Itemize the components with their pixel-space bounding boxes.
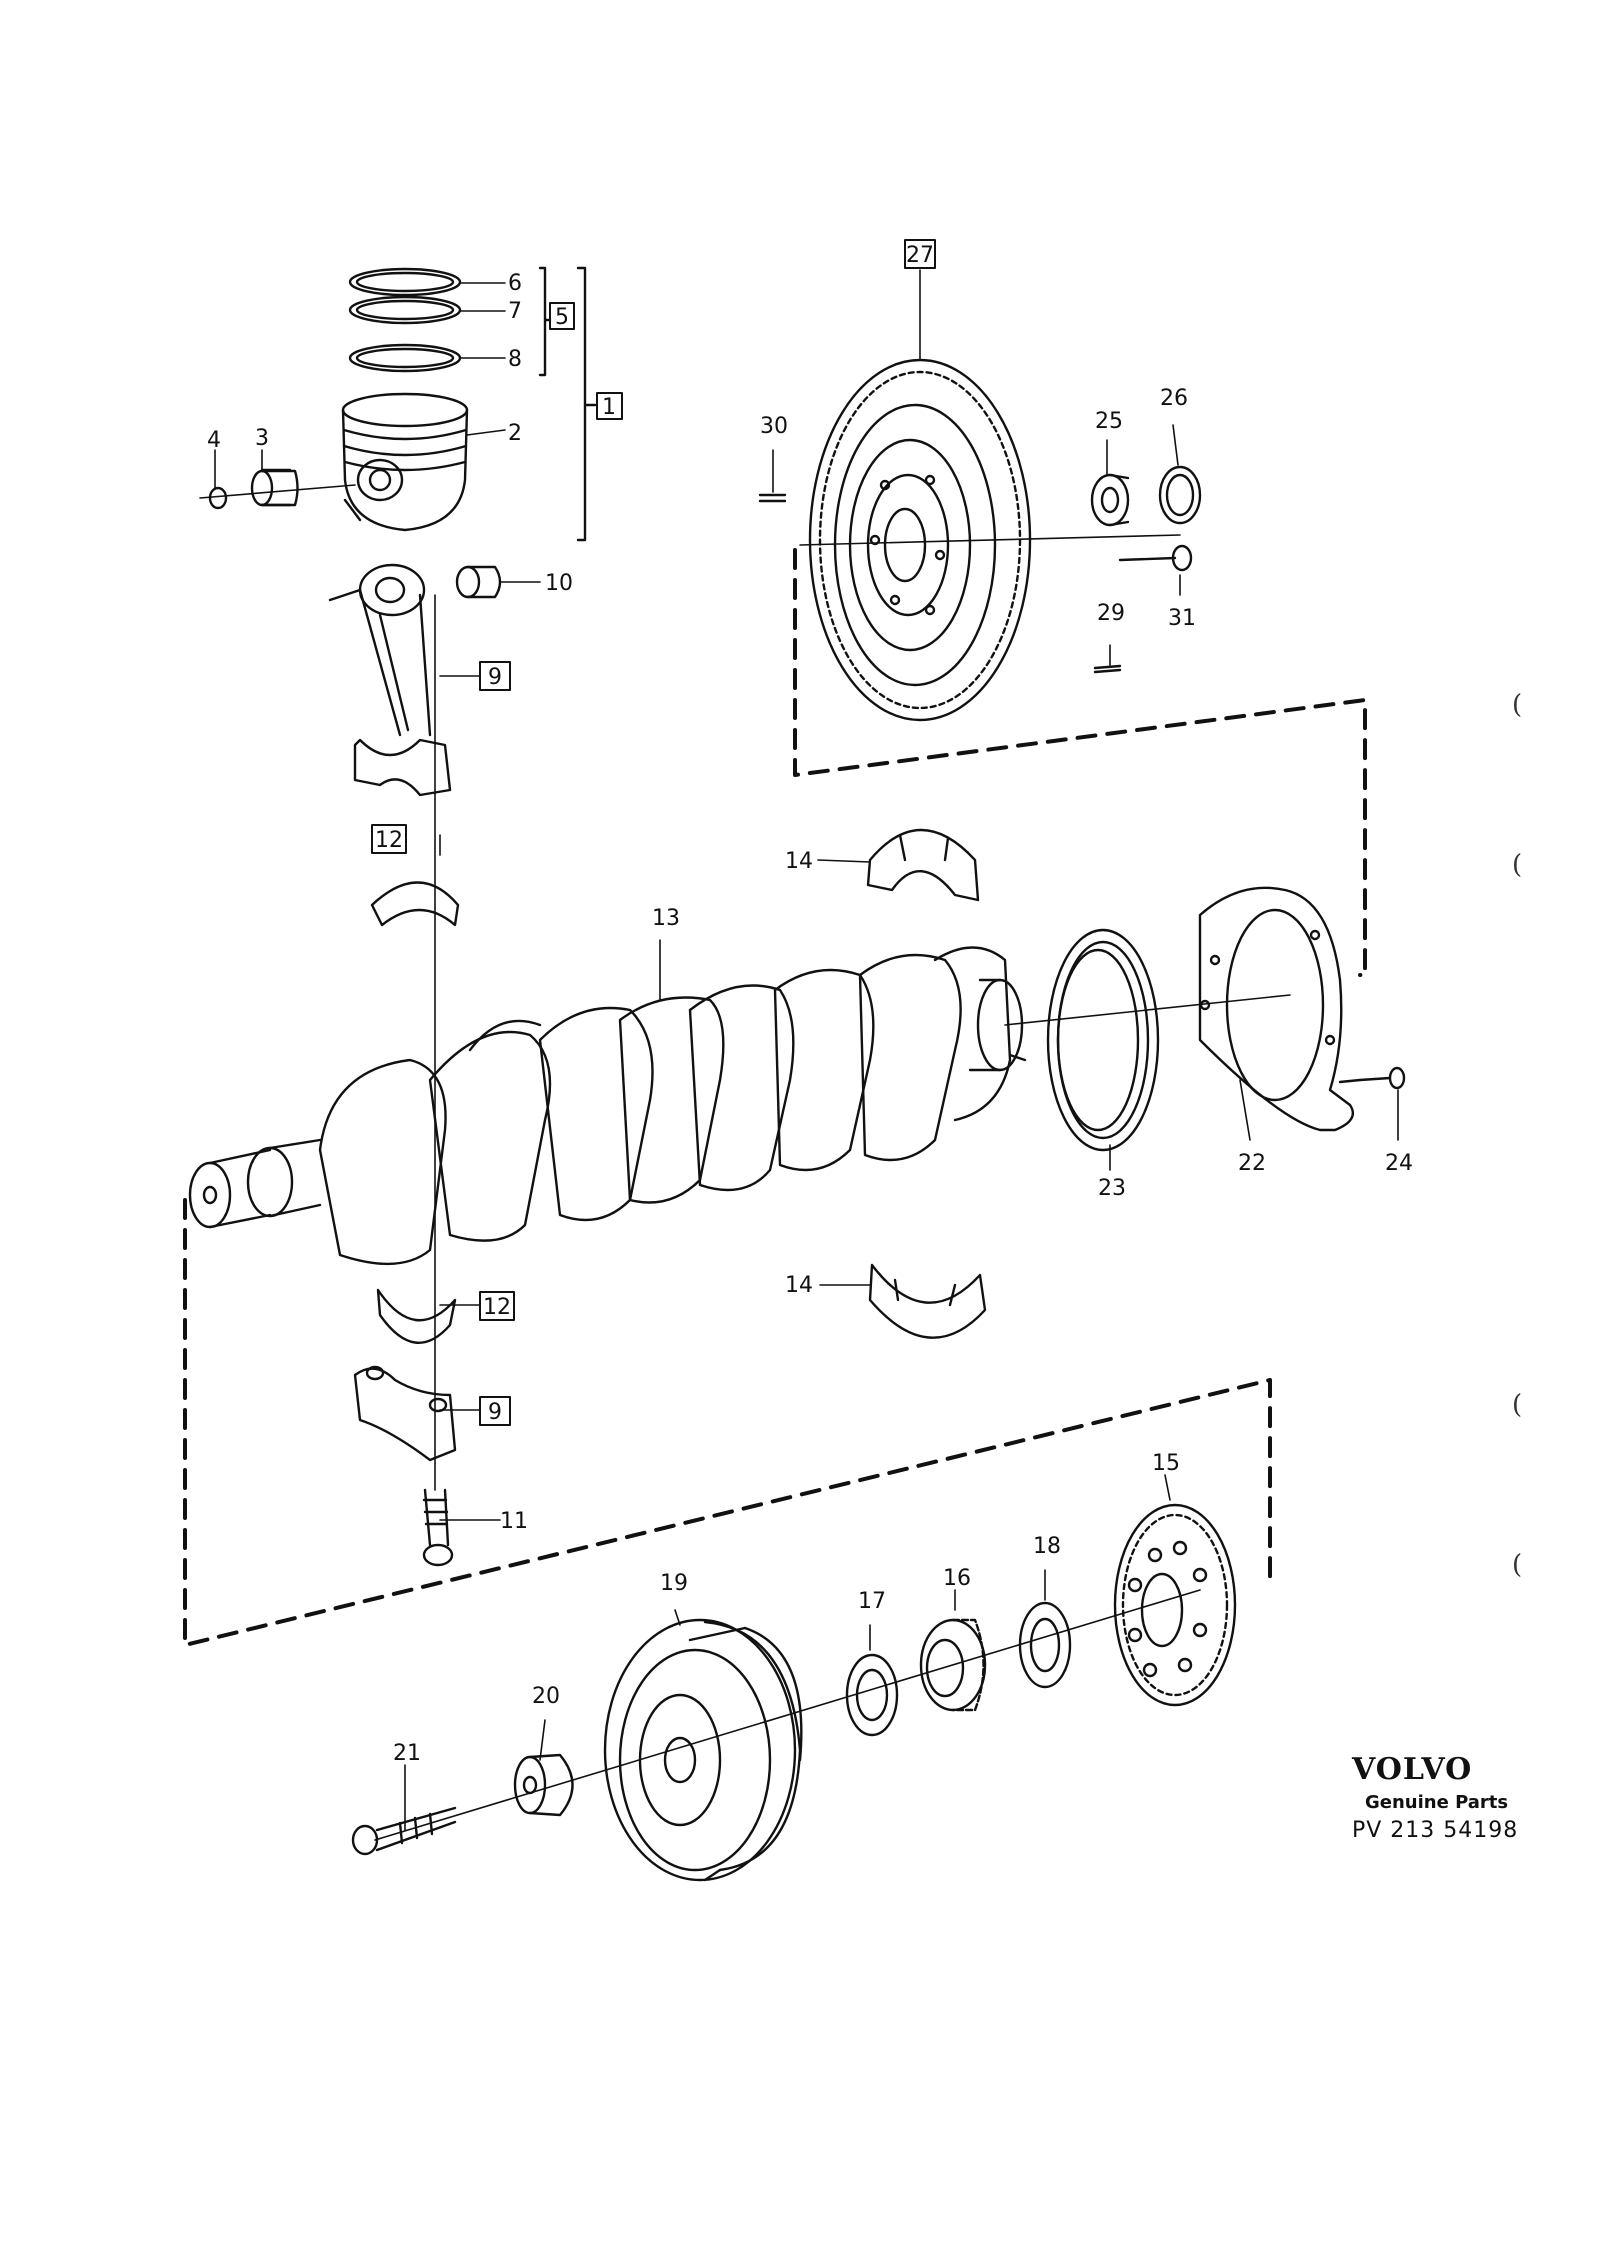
dashed-guide-lines xyxy=(183,548,1367,1647)
flywheel xyxy=(799,358,1181,722)
callout-20: 20 xyxy=(532,1684,560,1709)
margin-mark: ( xyxy=(1512,690,1523,720)
piston-ring-7 xyxy=(348,295,462,325)
seal-housing xyxy=(1198,886,1355,1132)
margin-mark: ( xyxy=(1512,1390,1523,1420)
part-code: PV 213 54198 xyxy=(1352,1818,1519,1843)
callout-3: 3 xyxy=(255,426,269,451)
callout-26: 26 xyxy=(1160,386,1188,411)
callout-24: 24 xyxy=(1385,1151,1413,1176)
callout-12-lower: 12 xyxy=(483,1295,511,1320)
crankshaft-gear xyxy=(1113,1503,1237,1707)
dowel-pin-30 xyxy=(758,493,787,503)
callout-box-27 xyxy=(904,239,936,269)
piston-pin xyxy=(250,468,299,507)
callout-box-9-upper xyxy=(479,661,511,691)
main-bearing-shell-lower xyxy=(868,1263,987,1339)
crankshaft-pulley xyxy=(603,1618,803,1882)
flywheel-bolt xyxy=(1118,544,1193,572)
pulley-hub xyxy=(513,1753,574,1817)
callout-14-lower: 14 xyxy=(785,1273,813,1298)
callout-29: 29 xyxy=(1097,601,1125,626)
piston-ring-8 xyxy=(348,343,462,373)
connecting-rod xyxy=(328,563,452,797)
margin-mark: ( xyxy=(1512,850,1523,880)
callout-2: 2 xyxy=(508,421,522,446)
callout-9-upper: 9 xyxy=(488,665,502,690)
callout-19: 19 xyxy=(660,1571,688,1596)
callout-17: 17 xyxy=(858,1589,886,1614)
piston-assembly-bracket xyxy=(576,266,597,542)
seal-housing-bolt xyxy=(1338,1066,1406,1090)
small-end-bushing xyxy=(455,565,502,599)
callout-9-lower: 9 xyxy=(488,1400,502,1425)
callout-7: 7 xyxy=(508,299,522,324)
callout-5: 5 xyxy=(555,305,569,330)
callout-13: 13 xyxy=(652,906,680,931)
callout-12-upper: 12 xyxy=(375,828,403,853)
volvo-logo: VOLVO xyxy=(1352,1752,1473,1787)
callout-1: 1 xyxy=(602,395,616,420)
thrust-washer xyxy=(845,1653,899,1737)
callout-11: 11 xyxy=(500,1509,528,1534)
brand-subtitle: Genuine Parts xyxy=(1365,1792,1509,1813)
callout-21: 21 xyxy=(393,1741,421,1766)
callout-30: 30 xyxy=(760,414,788,439)
big-end-bearing-upper xyxy=(370,881,460,927)
callout-23: 23 xyxy=(1098,1176,1126,1201)
callout-18: 18 xyxy=(1033,1534,1061,1559)
dowel-pin-29 xyxy=(1093,664,1122,674)
callout-box-9-lower xyxy=(479,1396,511,1426)
callout-22: 22 xyxy=(1238,1151,1266,1176)
piston xyxy=(341,392,469,532)
connecting-rod-bolt xyxy=(422,1488,454,1567)
main-bearing-shell-upper xyxy=(866,828,980,902)
timing-gear xyxy=(919,1618,987,1712)
callout-box-1 xyxy=(596,392,623,420)
callout-6: 6 xyxy=(508,271,522,296)
ring-set-bracket xyxy=(538,266,552,377)
piston-ring-6 xyxy=(348,267,462,297)
callout-8: 8 xyxy=(508,347,522,372)
circlip xyxy=(199,484,356,510)
callout-4: 4 xyxy=(207,428,221,453)
callout-31: 31 xyxy=(1168,606,1196,631)
margin-mark: ( xyxy=(1512,1550,1523,1580)
big-end-bearing-lower xyxy=(376,1288,457,1344)
callout-box-5 xyxy=(549,302,575,330)
callout-box-12-upper xyxy=(371,824,407,854)
callout-box-12-lower xyxy=(479,1291,515,1321)
callout-27: 27 xyxy=(906,243,934,268)
retaining-ring xyxy=(1158,465,1202,525)
crankshaft xyxy=(188,946,1291,1265)
pilot-bearing xyxy=(1090,473,1130,527)
connecting-rod-cap xyxy=(353,1365,457,1462)
callout-25: 25 xyxy=(1095,409,1123,434)
callout-10: 10 xyxy=(545,571,573,596)
spacer-washer xyxy=(1018,1601,1072,1689)
callout-14-upper: 14 xyxy=(785,849,813,874)
callout-16: 16 xyxy=(943,1566,971,1591)
rear-oil-seal xyxy=(1046,928,1160,1152)
callout-15: 15 xyxy=(1152,1451,1180,1476)
